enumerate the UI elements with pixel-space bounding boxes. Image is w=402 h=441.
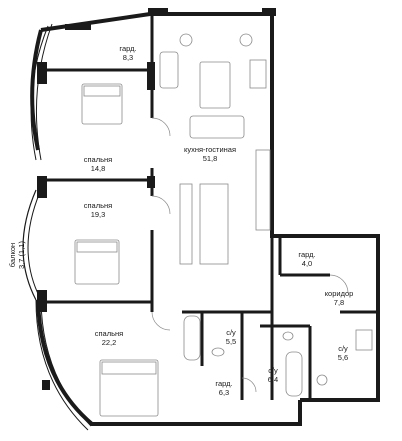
room-label-bathroom-3: с/у 5,6 <box>330 344 356 362</box>
balcony-outline <box>22 189 37 301</box>
room-label-bathroom-1: с/у 5,5 <box>218 328 244 346</box>
room-name: спальня <box>94 329 124 338</box>
room-name: балкон <box>8 242 17 268</box>
room-name: с/у <box>268 366 278 375</box>
outer-walls <box>30 12 380 426</box>
room-area: 4,0 <box>301 259 313 268</box>
room-area: 6,3 <box>218 388 230 397</box>
room-area: 7,8 <box>333 298 345 307</box>
room-name: гард. <box>298 250 316 259</box>
room-name: гард. <box>119 44 137 53</box>
room-area: 22,2 <box>101 338 117 347</box>
room-label-bedroom-1: спальня 14,8 <box>76 155 120 173</box>
door-swings <box>151 117 349 393</box>
curved-glazing <box>30 23 92 431</box>
interior-walls <box>42 14 378 400</box>
room-label-garderobe-top: гард. 8,3 <box>108 44 148 62</box>
room-name: спальня <box>83 155 113 164</box>
room-name: коридор <box>324 289 354 298</box>
room-area: 5,6 <box>337 353 349 362</box>
wall-columns <box>37 8 276 390</box>
room-area: 14,8 <box>90 164 106 173</box>
room-label-balcony: балкон 3,7 (1,1) <box>8 230 26 280</box>
room-area: 8,3 <box>122 53 134 62</box>
room-name: с/у <box>226 328 236 337</box>
room-area: 5,5 <box>225 337 237 346</box>
room-label-garderobe-bottom: гард. 6,3 <box>206 379 242 397</box>
room-name: кухня-гостиная <box>183 145 237 154</box>
room-area: 6,4 <box>267 375 279 384</box>
room-area: 19,3 <box>90 210 106 219</box>
room-area: 51,8 <box>202 154 218 163</box>
room-label-bedroom-2: спальня 19,3 <box>76 201 120 219</box>
room-label-bathroom-2: с/у 6,4 <box>258 366 288 384</box>
room-label-kitchen-living: кухня-гостиная 51,8 <box>170 145 250 163</box>
balcony-outline-inner <box>27 191 41 299</box>
room-name: гард. <box>215 379 233 388</box>
room-label-corridor: коридор 7,8 <box>316 289 362 307</box>
room-area: 3,7 (1,1) <box>17 241 26 269</box>
room-name: спальня <box>83 201 113 210</box>
room-name: с/у <box>338 344 348 353</box>
room-label-garderobe-mid: гард. 4,0 <box>290 250 324 268</box>
room-label-bedroom-3: спальня 22,2 <box>86 329 132 347</box>
furniture <box>74 33 373 417</box>
